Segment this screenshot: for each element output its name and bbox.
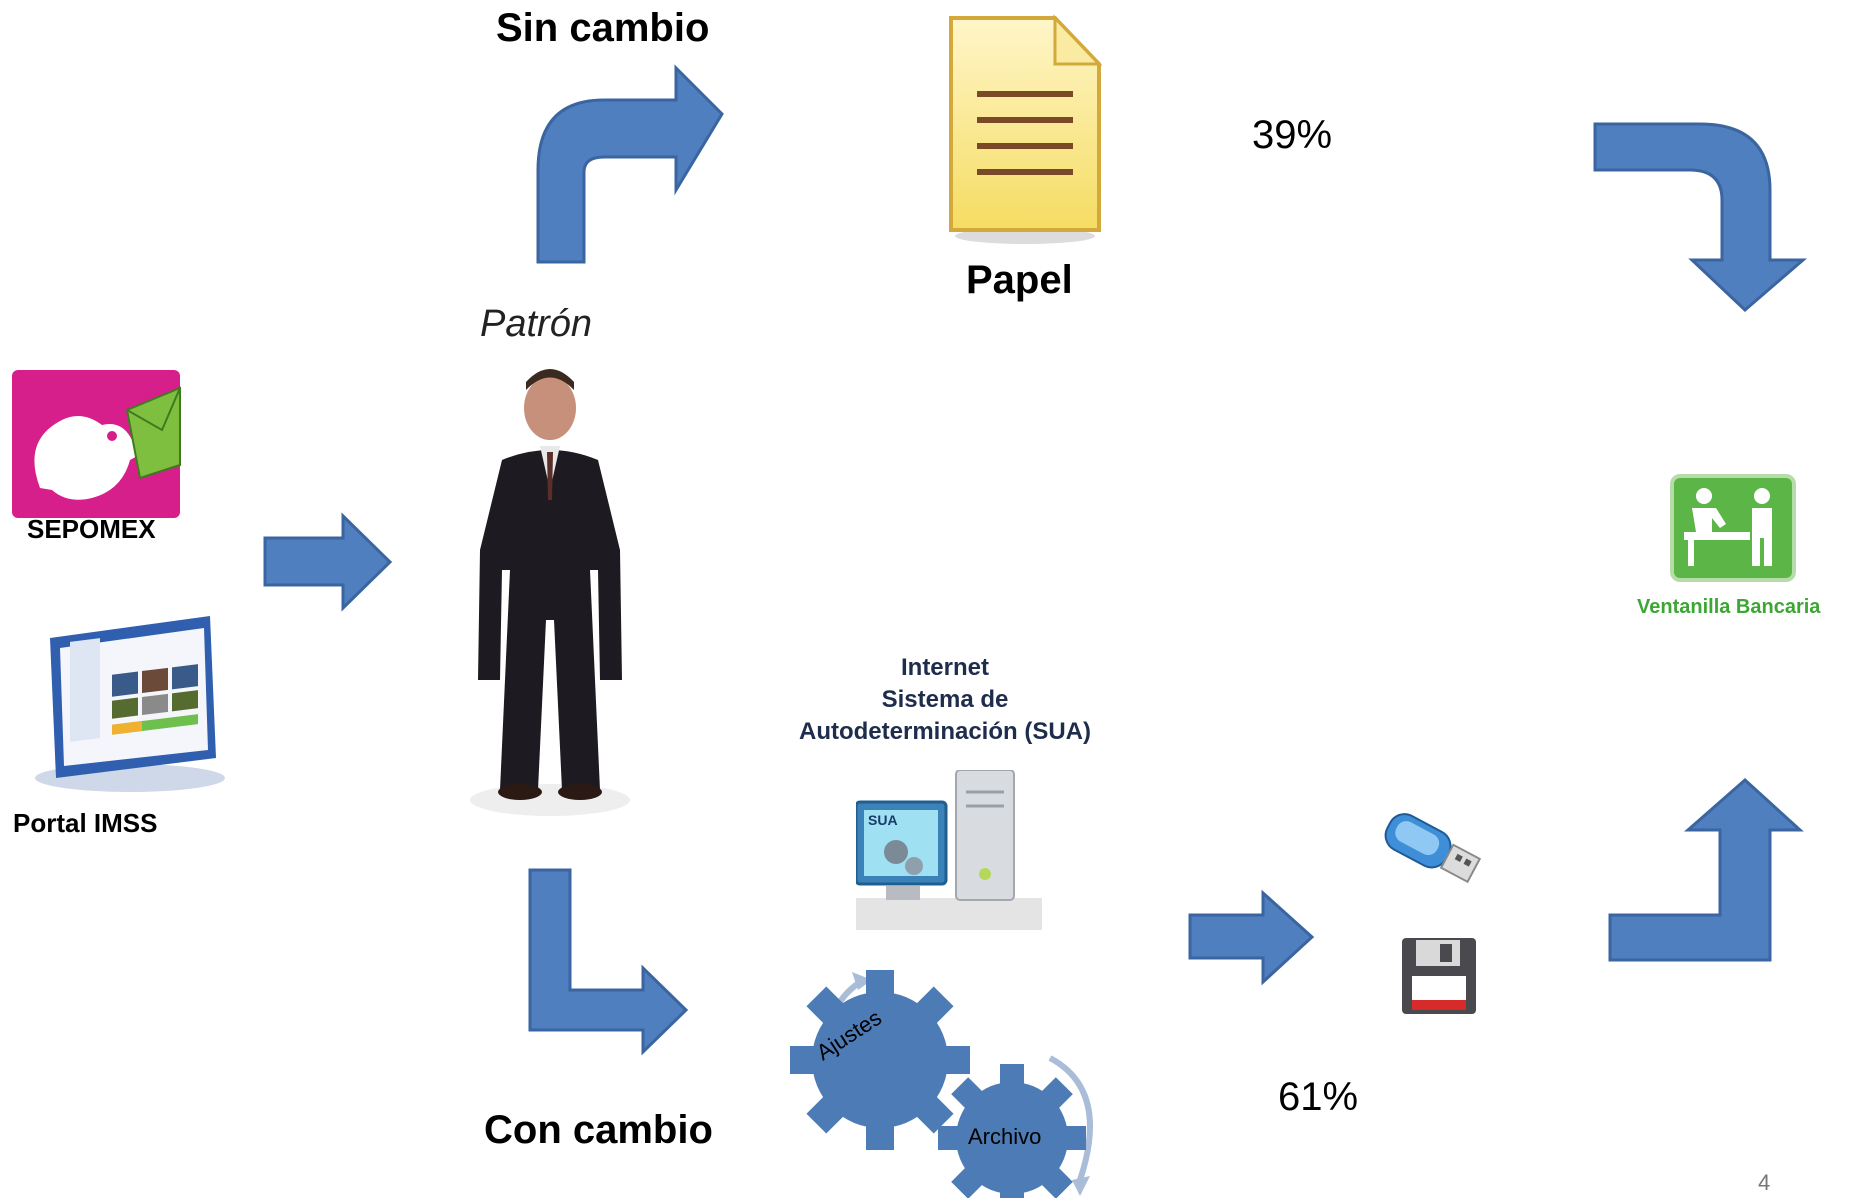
bank-teller-icon (1670, 474, 1796, 582)
arrow-up-right (536, 64, 724, 264)
sepomex-logo-icon (12, 370, 181, 518)
gear-icon (790, 970, 970, 1150)
pct-top-label: 39% (1252, 113, 1333, 157)
arrow-down-right (528, 868, 689, 1056)
arrow-right-up (1608, 777, 1804, 962)
internet-line-3: Autodeterminación (SUA) (798, 718, 1091, 745)
sua-screen-label: SUA (868, 812, 898, 828)
page-number: 4 (1758, 1170, 1771, 1195)
gear-archivo-label: Archivo (968, 1124, 1042, 1149)
sin-cambio-label: Sin cambio (496, 6, 710, 50)
sepomex-label: SEPOMEX (27, 514, 156, 544)
computer-sua-icon: SUA (856, 770, 1042, 942)
con-cambio-label: Con cambio (484, 1108, 713, 1152)
internet-line-1: Internet (900, 654, 989, 681)
portal-imss-label: Portal IMSS (13, 808, 158, 838)
floppy-disk-icon (1402, 938, 1476, 1014)
papel-label: Papel (966, 258, 1073, 302)
arrow-right-sources (263, 512, 393, 612)
arrow-right-down (1593, 122, 1808, 313)
arrow-right-storage (1188, 889, 1315, 986)
pct-bottom-label: 61% (1278, 1075, 1359, 1119)
gear-cycle-graphic (790, 970, 1093, 1198)
patron-label: Patrón (480, 303, 592, 345)
internet-line-2: Sistema de (881, 686, 1009, 713)
internet-sua-text: Internet Sistema de Autodeterminación (S… (780, 652, 1110, 748)
document-icon (949, 14, 1103, 244)
web-portal-icon (35, 616, 225, 792)
ventanilla-label: Ventanilla Bancaria (1637, 596, 1821, 618)
person-icon (470, 369, 630, 816)
usb-drive-icon (1384, 813, 1482, 884)
